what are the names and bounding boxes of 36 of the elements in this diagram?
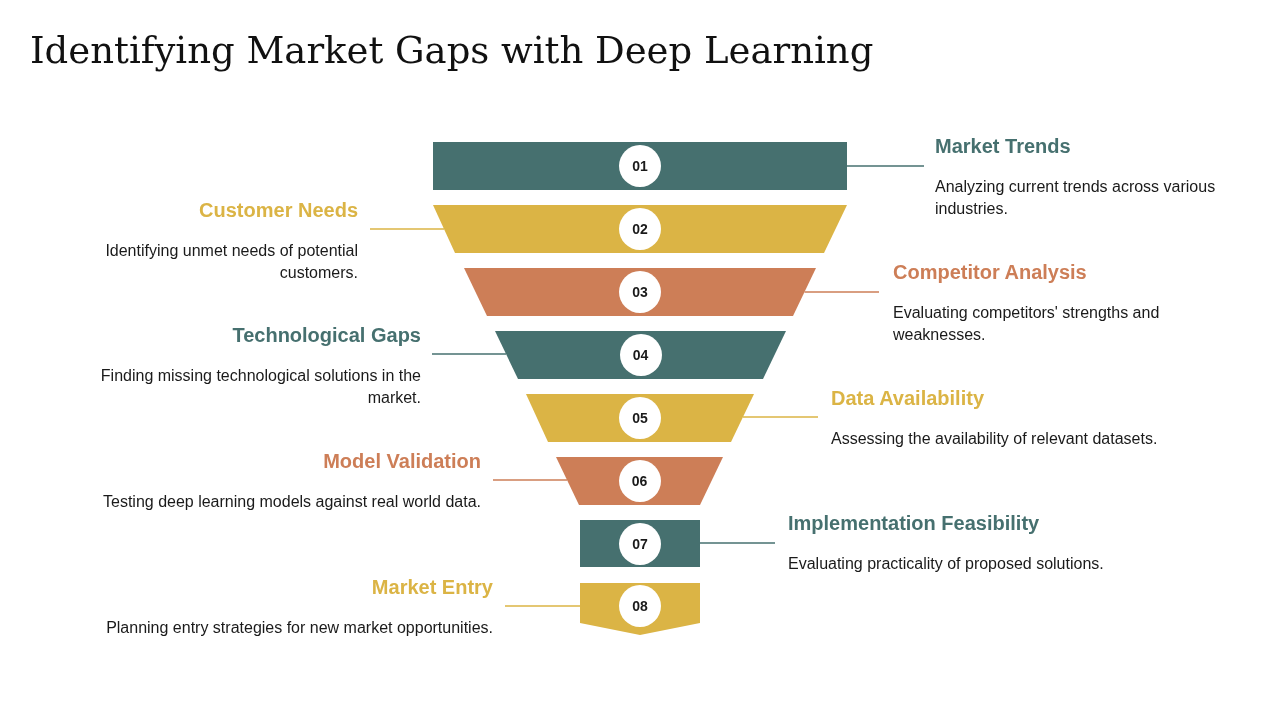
step-number: 02	[619, 208, 661, 250]
step-number: 01	[619, 145, 661, 187]
step-heading: Competitor Analysis	[893, 260, 1087, 284]
step-heading: Model Validation	[323, 449, 481, 473]
page-title: Identifying Market Gaps with Deep Learning	[30, 28, 874, 74]
leader-line	[431, 353, 507, 355]
funnel-segment	[580, 520, 700, 567]
step-heading: Market Trends	[935, 134, 1071, 158]
step-description: Evaluating competitors' strengths and weaknesses.	[893, 303, 1161, 345]
leader-line	[369, 228, 445, 230]
step-description: Analyzing current trends across various industries.	[935, 177, 1217, 219]
leader-line	[699, 542, 776, 544]
step-heading: Data Availability	[831, 386, 985, 410]
leader-line	[742, 416, 819, 418]
funnel-segment	[580, 583, 700, 635]
step-number: 03	[619, 271, 661, 313]
step-description: Identifying unmet needs of potential customers.	[104, 241, 358, 283]
step-number: 04	[619, 334, 662, 376]
step-description: Testing deep learning models against real world data.	[103, 492, 481, 512]
step-description: Evaluating practicality of proposed solutions.	[788, 554, 1104, 574]
step-description: Assessing the availability of relevant datasets.	[831, 429, 1158, 449]
leader-line	[803, 291, 880, 293]
step-heading: Technological Gaps	[232, 323, 421, 347]
step-heading: Implementation Feasibility	[788, 511, 1040, 535]
leader-line	[492, 479, 568, 481]
leader-line	[504, 605, 581, 607]
step-number: 06	[618, 460, 661, 502]
step-number: 07	[619, 522, 661, 565]
leader-line	[846, 165, 925, 167]
step-description: Planning entry strategies for new market opportunities.	[106, 618, 493, 638]
step-description: Finding missing technological solutions in the market.	[99, 366, 421, 408]
step-number: 08	[619, 585, 661, 627]
step-heading: Market Entry	[371, 575, 493, 599]
funnel-segment	[433, 142, 847, 190]
step-heading: Customer Needs	[199, 198, 358, 222]
step-number: 05	[619, 397, 661, 439]
